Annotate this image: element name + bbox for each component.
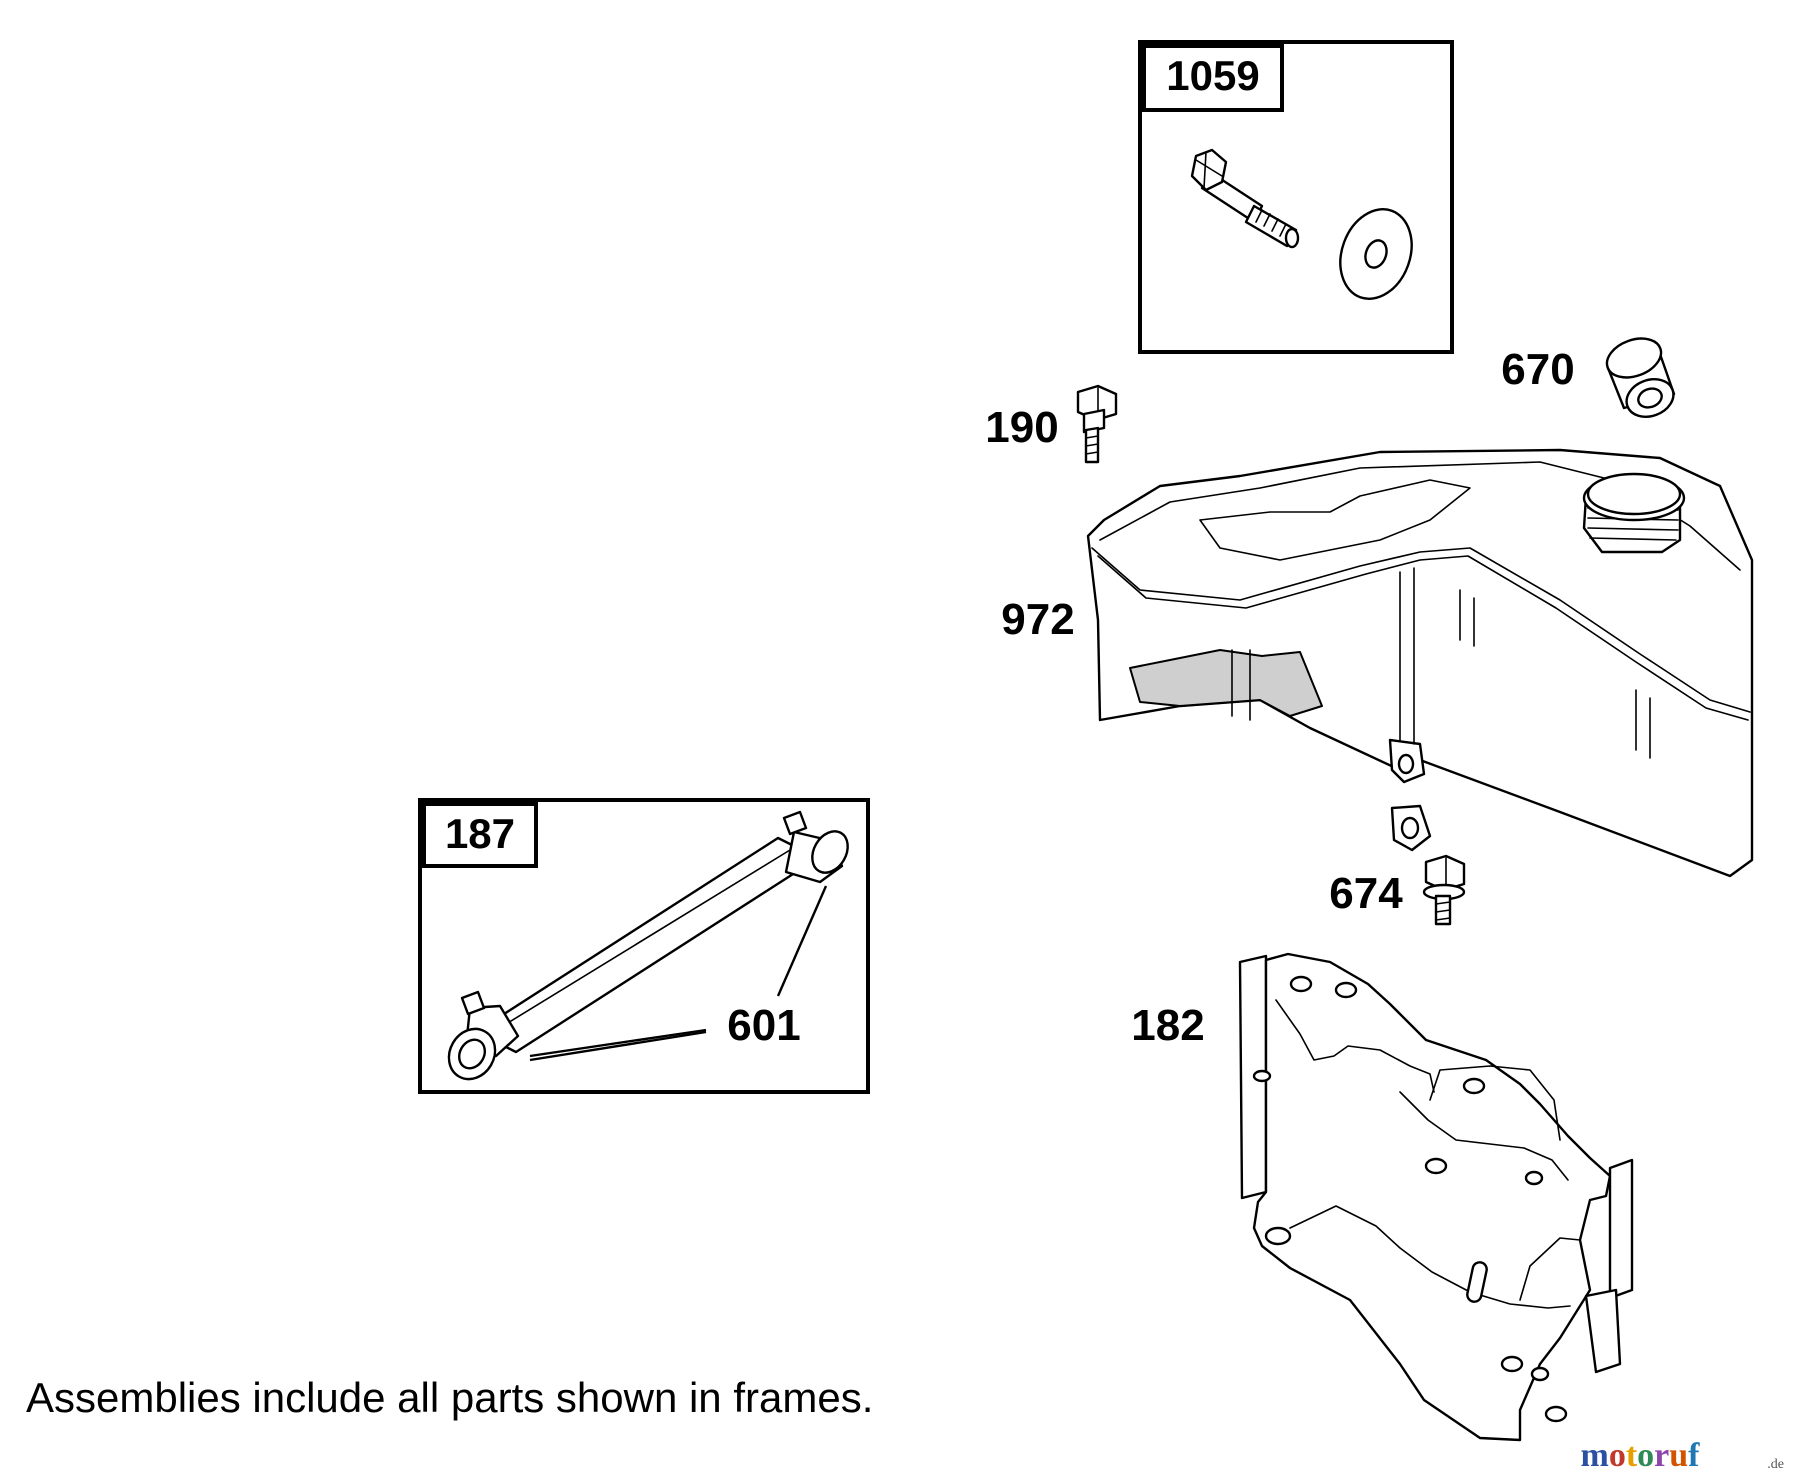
screw-190: 190 bbox=[985, 384, 1118, 464]
svg-text:.de: .de bbox=[1767, 1457, 1784, 1472]
screw-icon bbox=[1076, 384, 1118, 464]
part-number-1059: 1059 bbox=[1166, 52, 1259, 99]
bracket-182: 182 bbox=[1131, 952, 1634, 1442]
screw-674: 674 bbox=[1329, 854, 1466, 926]
assembly-frame-187: 187 601 bbox=[418, 798, 870, 1094]
part-number-190: 190 bbox=[985, 403, 1058, 452]
watermark-logo: motoruf .de bbox=[1581, 1437, 1785, 1474]
part-number-674: 674 bbox=[1329, 869, 1403, 918]
part-number-187: 187 bbox=[445, 810, 515, 857]
part-number-972: 972 bbox=[1001, 595, 1074, 644]
fuel-tank-icon bbox=[1086, 448, 1754, 878]
screw-icon bbox=[1422, 854, 1466, 926]
washer-icon bbox=[1339, 208, 1413, 300]
fuel-hose-icon bbox=[447, 810, 849, 1081]
spacer-icon bbox=[1605, 337, 1676, 419]
part-number-182: 182 bbox=[1131, 1001, 1204, 1050]
leader-lines-601 bbox=[529, 885, 828, 1062]
assembly-frame-1059: 1059 bbox=[1138, 40, 1454, 354]
spacer-670: 670 bbox=[1501, 337, 1676, 419]
assemblies-note: Assemblies include all parts shown in fr… bbox=[26, 1374, 873, 1421]
shoulder-bolt-icon bbox=[1190, 148, 1300, 249]
fuel-tank-972: 972 bbox=[1001, 448, 1754, 878]
svg-text:motoruf: motoruf bbox=[1581, 1437, 1701, 1474]
mounting-bracket-icon bbox=[1238, 952, 1634, 1442]
part-number-670: 670 bbox=[1501, 345, 1574, 394]
part-number-601: 601 bbox=[727, 1001, 800, 1050]
